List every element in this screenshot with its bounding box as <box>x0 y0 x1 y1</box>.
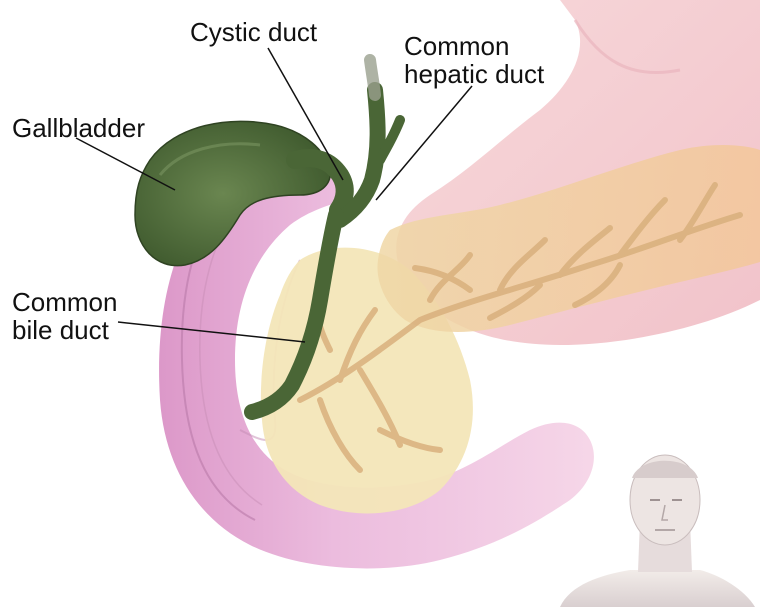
leader-lines <box>75 47 473 343</box>
label-common-bile-duct: Common bile duct <box>12 288 117 344</box>
leader-line-common-hepatic-duct <box>375 85 473 201</box>
label-common-hepatic-duct-line2: hepatic duct <box>404 59 545 89</box>
pancreas-body-tail <box>377 145 760 332</box>
human-figure-icon <box>560 454 755 607</box>
label-common-bile-duct-line2: bile duct <box>12 315 109 345</box>
label-common-hepatic-duct: Common hepatic duct <box>404 32 544 88</box>
leader-line-common-bile-duct <box>117 321 306 343</box>
leader-line-gallbladder <box>75 137 176 191</box>
common-hepatic-duct <box>332 82 386 228</box>
label-gallbladder: Gallbladder <box>12 113 145 143</box>
label-common-bile-duct-line1: Common <box>12 287 118 317</box>
common-bile-duct <box>244 207 344 420</box>
leader-line-cystic-duct <box>267 47 344 181</box>
label-common-hepatic-duct-line1: Common <box>404 31 510 61</box>
label-cystic-duct: Cystic duct <box>190 17 318 47</box>
duodenum <box>159 160 594 569</box>
